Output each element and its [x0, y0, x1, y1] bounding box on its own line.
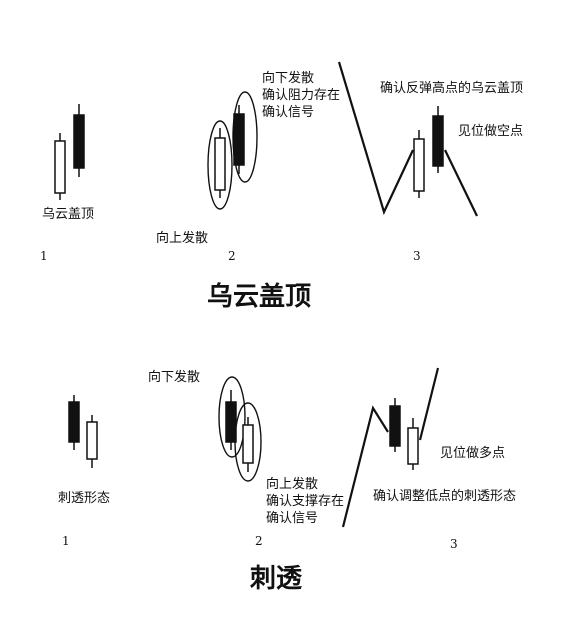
- panel-number: 1: [62, 534, 70, 548]
- black-candle: [389, 398, 401, 452]
- top-panel-3: 确认反弹高点的乌云盖顶 见位做空点 3: [337, 61, 523, 263]
- panel-number: 3: [413, 249, 421, 263]
- annotation: 确认调整低点的刺透形态: [373, 488, 516, 504]
- white-candle: [86, 415, 98, 468]
- callout-line-3: 确认信号: [266, 511, 318, 526]
- callout-line-2: 确认支撑存在: [266, 494, 344, 509]
- top-panel-1: 乌云盖顶 1: [40, 104, 94, 263]
- bottom-title: 刺透: [250, 564, 303, 594]
- white-candle: [214, 128, 226, 198]
- bottom-panel-2: 向下发散 向上发散 确认支撑存在 确认信号 2: [148, 369, 344, 548]
- black-candle: [73, 104, 85, 177]
- down-divergence-label: 向下发散: [148, 369, 200, 385]
- callout-line-1: 向上发散: [266, 476, 318, 492]
- annotation: 确认反弹高点的乌云盖顶: [380, 80, 523, 96]
- price-path-up: [418, 367, 440, 441]
- bottom-panel-1: 刺透形态 1: [58, 395, 110, 548]
- panel-number: 3: [450, 537, 458, 551]
- sell-point-label: 见位做空点: [458, 124, 523, 139]
- panel-number: 2: [255, 534, 263, 548]
- black-candle: [432, 106, 444, 173]
- price-path: [341, 405, 389, 528]
- white-candle: [54, 133, 66, 200]
- white-candle: [242, 417, 254, 472]
- pattern-label: 刺透形态: [58, 491, 110, 506]
- price-path-down: [444, 149, 478, 217]
- bottom-panel-3: 见位做多点 确认调整低点的刺透形态 3: [341, 367, 516, 551]
- up-divergence-ellipse: [207, 120, 233, 210]
- white-candle: [407, 418, 419, 470]
- panel-number: 2: [228, 249, 236, 263]
- panel-number: 1: [40, 249, 48, 263]
- price-path: [337, 61, 414, 216]
- down-divergence-ellipse: [218, 376, 246, 458]
- top-title: 乌云盖顶: [207, 281, 311, 312]
- callout-line-3: 确认信号: [262, 105, 314, 120]
- top-panel-2: 向下发散 确认阻力存在 确认信号 向上发散 2: [156, 70, 340, 263]
- white-candle: [413, 130, 425, 198]
- buy-point-label: 见位做多点: [440, 445, 505, 461]
- black-candle: [68, 395, 80, 450]
- down-divergence-ellipse: [232, 91, 258, 183]
- up-divergence-label: 向上发散: [156, 230, 208, 246]
- black-candle: [225, 390, 237, 450]
- callout-line-1: 向下发散: [262, 70, 314, 86]
- callout-line-2: 确认阻力存在: [262, 88, 340, 103]
- pattern-label: 乌云盖顶: [42, 206, 94, 222]
- black-candle: [233, 105, 245, 174]
